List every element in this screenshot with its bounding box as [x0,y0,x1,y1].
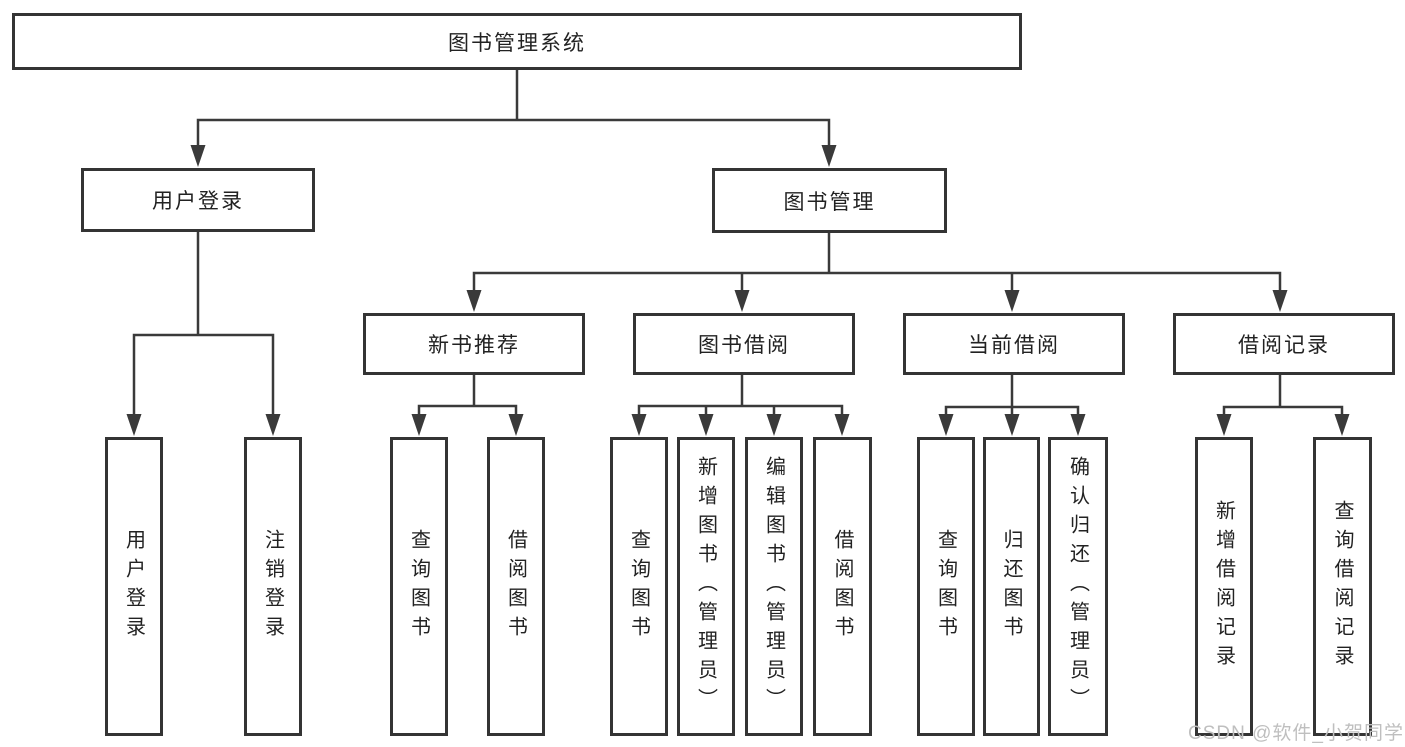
node-label: 归还图书 [1000,528,1022,645]
leaf-recommend-query-books: 查询图书 [390,437,448,736]
node-label: 确认归还（管理员） [1066,456,1089,717]
node-label: 图书管理系统 [448,31,586,55]
node-new-book-recommendation: 新书推荐 [363,313,585,375]
leaf-edit-books-admin: 编辑图书（管理员） [745,437,803,736]
leaf-borrowing-query-books: 查询图书 [610,437,668,736]
leaf-user-login: 用户登录 [105,437,163,736]
node-label: 用户登录 [152,190,244,213]
node-label: 借阅记录 [1238,334,1330,357]
node-user-login-branch: 用户登录 [81,168,315,232]
leaf-return-books: 归还图书 [983,437,1040,736]
node-label: 编辑图书（管理员） [762,456,785,717]
node-label: 查询图书 [627,528,650,645]
node-book-management-branch: 图书管理 [712,168,947,233]
node-label: 查询图书 [407,528,430,645]
node-library-management-system: 图书管理系统 [12,13,1022,70]
node-label: 新增借阅记录 [1212,499,1235,674]
node-label: 新书推荐 [428,334,520,357]
node-current-borrowing: 当前借阅 [903,313,1125,375]
node-label: 借阅图书 [504,528,527,645]
leaf-logout: 注销登录 [244,437,302,736]
node-book-borrowing: 图书借阅 [633,313,855,375]
leaf-current-query-books: 查询图书 [917,437,975,736]
csdn-watermark: CSDN @软件_小贺同学 [1188,723,1404,744]
node-label: 图书借阅 [698,334,790,357]
node-label: 查询借阅记录 [1331,499,1353,674]
node-label: 查询图书 [934,528,957,645]
node-label: 注销登录 [261,528,284,645]
node-label: 图书管理 [783,190,876,214]
leaf-recommend-borrow-books: 借阅图书 [487,437,545,736]
node-borrowing-records: 借阅记录 [1173,313,1395,375]
node-label: 新增图书（管理员） [694,456,717,717]
node-label: 借阅图书 [831,528,853,645]
leaf-add-books-admin: 新增图书（管理员） [677,437,735,736]
leaf-query-borrow-record: 查询借阅记录 [1313,437,1372,736]
node-label: 用户登录 [122,528,145,645]
leaf-borrowing-borrow-books: 借阅图书 [813,437,872,736]
leaf-add-borrow-record: 新增借阅记录 [1195,437,1253,736]
node-label: 当前借阅 [968,334,1060,357]
leaf-confirm-return-admin: 确认归还（管理员） [1048,437,1108,736]
